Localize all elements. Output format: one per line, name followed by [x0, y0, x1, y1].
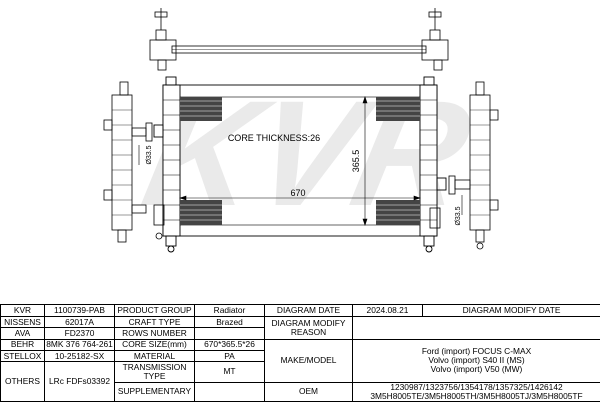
brand-cell: BEHR: [0, 338, 45, 351]
field-label: DIAGRAM MODIFY REASON: [264, 316, 353, 340]
height-dimension: 365.5: [351, 150, 361, 173]
field-value: 670*365.5*26: [194, 338, 265, 351]
part-number-cell: 10-25182-SX: [44, 349, 115, 363]
field-label: CORE SIZE(mm): [114, 338, 195, 351]
field-label: DIAGRAM DATE: [264, 303, 353, 318]
part-number-cell: 62017A: [44, 316, 115, 329]
brand-cell: OTHERS: [0, 361, 45, 402]
oem-item: 1230987/1323756/1354178/1357325/1426142: [390, 382, 563, 392]
field-label: DIAGRAM MODIFY DATE: [422, 303, 600, 318]
field-value: MT: [194, 361, 265, 383]
part-number-cell: 1100739-PAB: [44, 303, 115, 318]
field-value: 2024.08.21: [352, 303, 423, 318]
brand-cell: AVA: [0, 327, 45, 340]
brand-cell: STELLOX: [0, 349, 45, 363]
make-model-item: Volvo (import) S40 II (MS): [428, 355, 525, 366]
make-model-item: Ford (import) FOCUS C-MAX: [421, 346, 532, 357]
field-value: PA: [194, 349, 265, 363]
part-number-cell: LRc FDFs03392: [44, 361, 115, 402]
spec-table: KVR 1100739-PAB PRODUCT GROUP Radiator D…: [0, 303, 600, 402]
core-fin-lines: [180, 100, 420, 221]
part-number-cell: FD2370: [44, 327, 115, 340]
part-number-cell: 8MK 376 764-261: [44, 338, 115, 351]
width-dimension: 670: [290, 188, 305, 198]
brand-cell: KVR: [0, 303, 45, 318]
field-label: SUPPLEMENTARY: [114, 381, 195, 402]
radiator-drawing: KVR: [103, 8, 499, 253]
right-side-view: [429, 81, 499, 250]
field-label: CRAFT TYPE: [114, 316, 195, 329]
make-model-item: Volvo (import) V50 (MW): [430, 364, 523, 375]
brand-cell: NISSENS: [0, 316, 45, 329]
field-value: [194, 327, 265, 340]
pipe-diameter-left: Ø33.5: [146, 145, 153, 164]
field-label: MAKE/MODEL: [264, 338, 353, 383]
field-label: ROWS NUMBER: [114, 327, 195, 340]
make-model-list: Ford (import) FOCUS C-MAX Volvo (import)…: [352, 338, 600, 383]
field-value: [352, 316, 600, 340]
field-value: Brazed: [194, 316, 265, 329]
left-side-view: [103, 81, 165, 243]
oem-item: 3M5H8005TE/3M5H8005TH/3M5H8005TJ/3M5H800…: [370, 390, 583, 401]
dimension-lines: [179, 96, 421, 226]
top-bracket-view: [149, 8, 449, 71]
field-label: MATERIAL: [114, 349, 195, 363]
field-value: Radiator: [194, 303, 265, 318]
radiator-front-view: [153, 76, 447, 253]
pipe-diameter-right: Ø33.5: [455, 206, 462, 225]
core-thickness-label: CORE THICKNESS:26: [228, 133, 320, 143]
field-label: TRANSMISSION TYPE: [114, 361, 195, 383]
field-value: [194, 381, 265, 402]
field-label: PRODUCT GROUP: [114, 303, 195, 318]
field-label: OEM: [264, 381, 353, 402]
oem-list: 1230987/1323756/1354178/1357325/1426142 …: [352, 381, 600, 402]
